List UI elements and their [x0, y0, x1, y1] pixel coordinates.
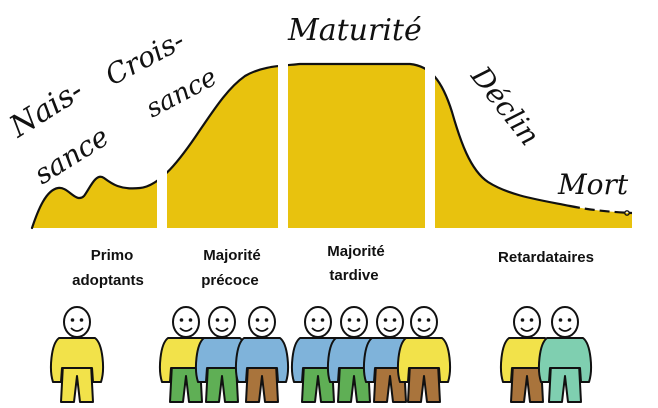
segment-primo-line1: Primo: [91, 247, 134, 264]
divider-3: [425, 60, 435, 232]
person-icon: [50, 306, 104, 403]
person-icon: [397, 306, 451, 403]
segment-primo-line2: adoptants: [72, 272, 144, 289]
person-icon: [235, 306, 289, 403]
person-icon: [291, 306, 345, 403]
segment-tardive-line2: tardive: [329, 267, 378, 284]
people-groups: [50, 306, 592, 403]
stage-mort: Mort: [557, 168, 629, 201]
divider-2: [278, 60, 288, 232]
tail-dashed-line: [569, 204, 633, 215]
person-icon: [500, 306, 554, 403]
segment-tardive-line1: Majorité: [327, 243, 385, 260]
tail-end-dot: [624, 210, 630, 216]
divider-1: [157, 140, 167, 232]
adoption-curve-line: [30, 62, 572, 230]
person-icon: [538, 306, 592, 403]
person-icon: [195, 306, 249, 403]
segment-precoce-line1: Majorité: [203, 247, 261, 264]
segment-precoce-line2: précoce: [201, 272, 259, 289]
adoption-curve-area: [32, 64, 632, 228]
stage-maturite: Maturité: [287, 13, 422, 48]
segment-retardataires: Retardataires: [498, 249, 594, 266]
stage-declin: Déclin: [464, 59, 546, 152]
